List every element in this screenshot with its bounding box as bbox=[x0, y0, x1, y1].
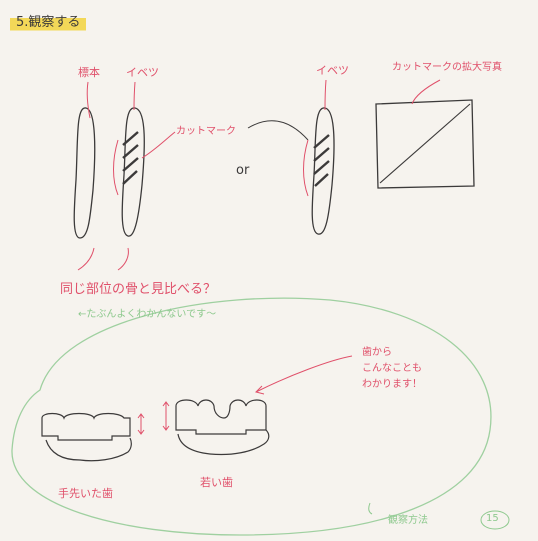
hook-right bbox=[117, 247, 129, 271]
pointer-photo bbox=[411, 79, 441, 105]
pointer-cutmark bbox=[141, 131, 176, 159]
page-title: 5.観察する bbox=[10, 10, 87, 33]
cutmarks-right bbox=[313, 134, 330, 187]
footer-circle bbox=[480, 510, 510, 530]
pointer-change-right bbox=[324, 79, 327, 111]
bone-change-right bbox=[311, 107, 335, 235]
bone-control bbox=[73, 107, 96, 239]
pointer-teeth-head bbox=[255, 385, 265, 395]
bracket-left bbox=[113, 139, 119, 196]
cutmarks-left bbox=[122, 131, 139, 185]
connector-arc bbox=[247, 120, 309, 141]
question-text: 同じ部位の骨と見比べる？ bbox=[60, 282, 217, 297]
teeth-note: 歯から こんなことも わかります！ bbox=[362, 347, 422, 390]
footer-line bbox=[368, 502, 373, 515]
label-control: 標本 bbox=[78, 66, 100, 79]
photo-diagonal bbox=[379, 103, 471, 184]
gum-young bbox=[177, 429, 270, 456]
pointer-control bbox=[86, 81, 91, 119]
height-arrow-young bbox=[162, 401, 170, 431]
label-change-left: イベツ bbox=[126, 66, 159, 79]
gum-old bbox=[45, 437, 132, 462]
green-enclosure bbox=[11, 297, 492, 536]
bracket-right bbox=[303, 139, 309, 197]
green-note: ←たぶんよくわかんないです〜 bbox=[78, 309, 217, 320]
label-teeth-old: 手先いた歯 bbox=[58, 487, 113, 500]
footer-label: 観察方法 bbox=[388, 515, 428, 526]
pointer-change-left bbox=[133, 81, 136, 111]
photo-frame bbox=[375, 99, 475, 189]
label-or: or bbox=[236, 163, 250, 178]
pointer-teeth bbox=[255, 355, 353, 393]
hook-left bbox=[77, 247, 95, 271]
label-cutmark: カットマーク bbox=[176, 126, 236, 137]
label-teeth-young: 若い歯 bbox=[200, 476, 233, 489]
label-change-right: イベツ bbox=[316, 64, 349, 77]
teeth-old bbox=[41, 412, 131, 441]
bone-change-left bbox=[121, 107, 145, 237]
label-cutmark-photo: カットマークの拡大写真 bbox=[392, 62, 502, 73]
footer-page-number: 15 bbox=[486, 513, 499, 524]
teeth-young bbox=[175, 399, 267, 435]
height-arrow-old bbox=[137, 413, 145, 435]
